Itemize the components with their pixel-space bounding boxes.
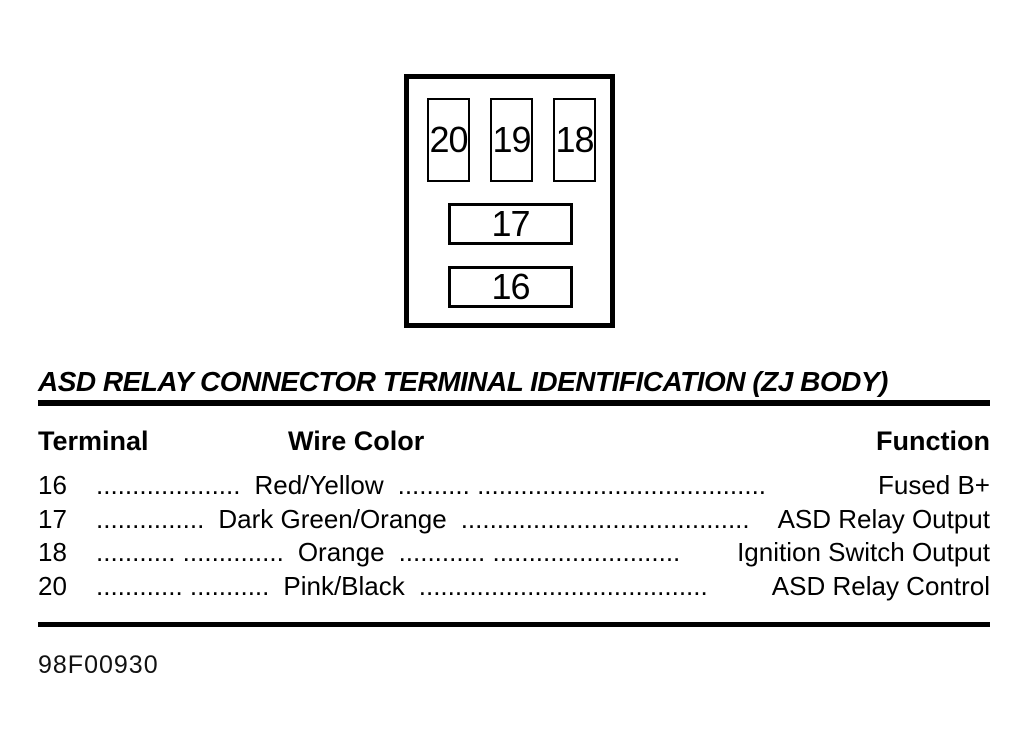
leader-dots: ........................................	[418, 570, 708, 601]
terminal-cavity-17: 17	[448, 203, 573, 245]
terminal-cavity-20-label: 20	[429, 119, 468, 160]
function-value: Fused B+	[877, 470, 990, 500]
terminal-cavity-16: 16	[448, 266, 573, 308]
terminal-cavity-20: 20	[427, 98, 470, 182]
leader-dots: ........... ..............	[96, 537, 284, 567]
leader-dots: ............ ...........	[96, 570, 270, 601]
terminal-number: 18	[38, 537, 67, 567]
bottom-rule	[38, 622, 990, 627]
terminal-cavity-17-label: 17	[491, 203, 530, 244]
leader-dots: ...............	[96, 503, 205, 534]
wire-color-value: Red/Yellow	[254, 470, 384, 500]
column-header-wire-color: Wire Color	[288, 426, 425, 456]
table-row-terminal-17: 17 ............... Dark Green/Orange ...…	[38, 504, 990, 538]
terminal-cavity-19: 19	[490, 98, 533, 182]
table-header: Terminal Wire Color Function	[38, 426, 990, 457]
function-value: ASD Relay Output	[777, 503, 990, 534]
column-header-function: Function	[876, 426, 990, 456]
function-value: Ignition Switch Output	[737, 537, 990, 567]
table-row-terminal-18: 18 ........... .............. Orange ...…	[38, 537, 990, 571]
leader-dots: ........................................	[460, 503, 750, 534]
terminal-table: 16 .................... Red/Yellow .....…	[38, 470, 990, 604]
relay-connector-diagram: 20 19 18 17 16	[404, 74, 615, 328]
wire-color-value: Orange	[297, 537, 385, 567]
terminal-number: 17	[38, 503, 67, 534]
wire-color-value: Pink/Black	[283, 570, 405, 601]
leader-dots: ....................	[96, 470, 241, 500]
leader-dots: .......... .............................…	[397, 470, 767, 500]
leader-dots: ............ ..........................	[398, 537, 681, 567]
title-rule	[38, 400, 990, 406]
terminal-cavity-19-label: 19	[492, 119, 531, 160]
section-title: ASD RELAY CONNECTOR TERMINAL IDENTIFICAT…	[38, 366, 888, 397]
table-row-terminal-16: 16 .................... Red/Yellow .....…	[38, 470, 990, 504]
table-row-terminal-20: 20 ............ ........... Pink/Black .…	[38, 571, 990, 605]
terminal-number: 16	[38, 470, 67, 500]
function-value: ASD Relay Control	[771, 570, 990, 601]
column-header-terminal: Terminal	[38, 426, 149, 456]
figure-id: 98F00930	[38, 651, 159, 679]
terminal-cavity-18-label: 18	[555, 119, 594, 160]
terminal-cavity-16-label: 16	[491, 266, 530, 307]
wire-color-value: Dark Green/Orange	[218, 503, 447, 534]
terminal-cavity-18: 18	[553, 98, 596, 182]
terminal-number: 20	[38, 570, 67, 601]
